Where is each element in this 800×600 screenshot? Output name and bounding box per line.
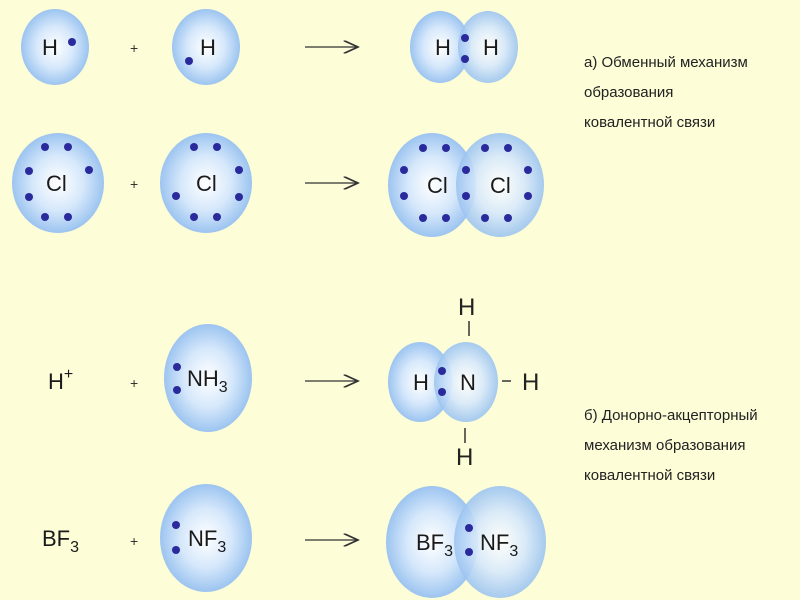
shared-electron — [461, 55, 469, 63]
lone-pair-electron — [172, 546, 180, 554]
electron — [419, 144, 427, 152]
electron — [68, 38, 76, 46]
plus-sign: + — [130, 533, 138, 549]
atom-symbol: Cl — [46, 171, 67, 196]
reaction-row-4: BF3 + NF3 BF3 NF3 — [42, 484, 546, 598]
electron — [25, 167, 33, 175]
electron — [85, 166, 93, 174]
electron-cloud — [21, 9, 89, 85]
reaction-row-1: H + H H H — [21, 9, 518, 85]
shared-electron — [462, 192, 470, 200]
caption-line: а) Обменный механизм — [584, 54, 748, 71]
electron-cloud — [458, 11, 518, 83]
bond-atom-bottom: H — [456, 444, 473, 471]
atom-symbol: BF3 — [42, 526, 79, 556]
electron — [400, 192, 408, 200]
electron-cloud — [434, 342, 498, 422]
caption-donor-acceptor-mechanism: б) Донорно-акцепторный механизм образова… — [584, 401, 794, 491]
atom-symbol: H — [413, 370, 429, 395]
electron — [419, 214, 427, 222]
electron-cloud — [12, 133, 104, 233]
electron — [524, 166, 532, 174]
electron — [504, 144, 512, 152]
atom-symbol: Cl — [490, 173, 511, 198]
electron — [185, 57, 193, 65]
electron — [213, 213, 221, 221]
electron — [481, 214, 489, 222]
shared-electron — [438, 388, 446, 396]
caption-line: б) Донорно-акцепторный — [584, 407, 758, 424]
atom-symbol: NF3 — [480, 530, 518, 560]
shared-electron — [465, 548, 473, 556]
caption-line: образования — [584, 84, 674, 101]
reaction-row-2: Cl + Cl Cl Cl — [12, 133, 544, 237]
shared-electron — [438, 367, 446, 375]
shared-electron — [461, 34, 469, 42]
electron — [41, 143, 49, 151]
electron-cloud — [454, 486, 546, 598]
electron — [190, 213, 198, 221]
atom-symbol: H+ — [48, 366, 73, 394]
electron — [235, 193, 243, 201]
electron — [190, 143, 198, 151]
electron-cloud — [410, 11, 470, 83]
bond-atom-top: H — [458, 294, 475, 321]
electron — [442, 144, 450, 152]
electron — [524, 192, 532, 200]
electron-cloud — [388, 342, 452, 422]
electron-cloud — [456, 133, 544, 237]
electron-cloud — [160, 133, 252, 233]
reaction-row-3: H+ + NH3 H N H H H — [48, 294, 539, 471]
atom-symbol: H — [200, 35, 216, 60]
electron-cloud — [386, 486, 478, 598]
lone-pair-electron — [173, 386, 181, 394]
atom-symbol: Cl — [427, 173, 448, 198]
atom-symbol: H — [435, 35, 451, 60]
atom-symbol: BF3 — [416, 530, 453, 560]
electron — [481, 144, 489, 152]
electron-cloud — [388, 133, 476, 237]
electron-cloud — [164, 324, 252, 432]
shared-electron — [462, 166, 470, 174]
electron — [41, 213, 49, 221]
electron — [504, 214, 512, 222]
lone-pair-electron — [173, 363, 181, 371]
plus-sign: + — [130, 176, 138, 192]
shared-electron — [465, 524, 473, 532]
bond-atom-right: H — [522, 369, 539, 396]
caption-line: механизм образования — [584, 437, 746, 454]
atom-symbol: N — [460, 370, 476, 395]
electron — [64, 213, 72, 221]
electron — [25, 193, 33, 201]
plus-sign: + — [130, 40, 138, 56]
caption-exchange-mechanism: а) Обменный механизм образования ковален… — [584, 48, 794, 138]
atom-symbol: NF3 — [188, 526, 226, 556]
electron — [400, 166, 408, 174]
atom-symbol: Cl — [196, 171, 217, 196]
plus-sign: + — [130, 375, 138, 391]
electron — [442, 214, 450, 222]
electron — [235, 166, 243, 174]
lone-pair-electron — [172, 521, 180, 529]
electron — [64, 143, 72, 151]
electron — [172, 192, 180, 200]
electron — [213, 143, 221, 151]
caption-line: ковалентной связи — [584, 467, 716, 484]
atom-symbol: H — [42, 35, 58, 60]
atom-symbol: H — [483, 35, 499, 60]
electron-cloud — [160, 484, 252, 592]
electron-cloud — [172, 9, 240, 85]
caption-line: ковалентной связи — [584, 114, 716, 131]
atom-symbol: NH3 — [187, 366, 228, 396]
